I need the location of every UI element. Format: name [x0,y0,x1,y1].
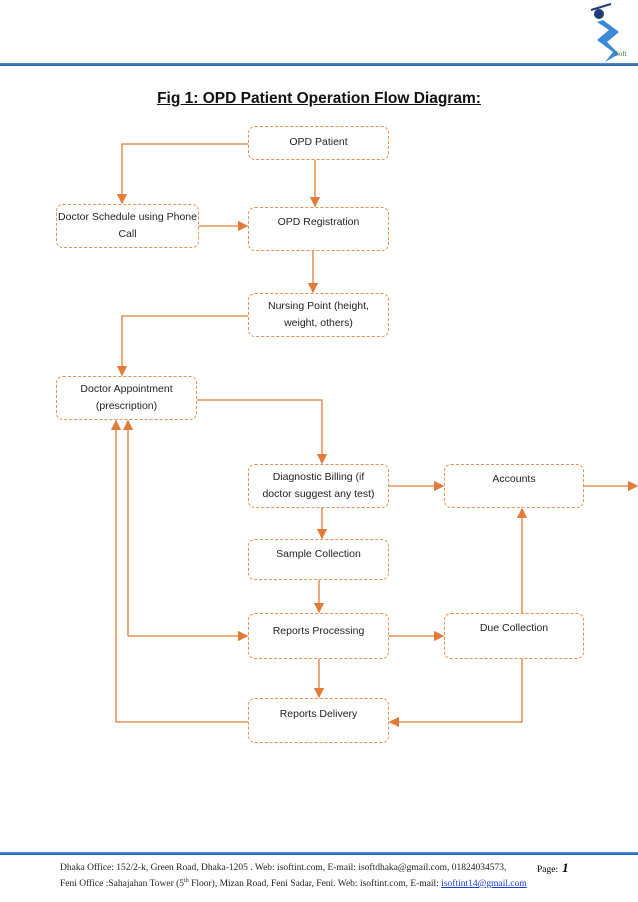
arrow-appointment-to-billing [197,399,328,465]
company-logo: Soft [590,3,627,62]
footer-line-2-mid: Floor), Mizan Road, Feni Sadar, Feni. We… [188,879,442,890]
footer-rule [0,852,638,855]
footer-line-2: Feni Office :Sahajahan Tower (5th Floor)… [60,875,527,891]
box-reports-delivery: Reports Delivery [248,698,389,743]
box-diagnostic-billing: Diagnostic Billing (if doctor suggest an… [248,464,389,508]
arrow-nursing-to-appointment [116,315,248,377]
page-indicator: Page:1 [537,860,569,876]
box-doctor-appointment: Doctor Appointment (prescription) [56,376,197,420]
email-link[interactable]: isoftint14@gmail.com [441,879,527,890]
svg-text:Soft: Soft [615,50,627,58]
arrow-delivery-to-appointment [110,419,248,723]
footer-sup: th [184,878,189,884]
box-doctor-schedule: Doctor Schedule using Phone Call [56,204,199,248]
box-opd-patient: OPD Patient [248,126,389,160]
header-rule [0,63,638,66]
box-sample-collection: Sample Collection [248,539,389,580]
page-number: 1 [562,860,569,875]
arrow-due-to-delivery [388,659,523,728]
box-due-collection: Due Collection [444,613,584,659]
box-opd-registration: OPD Registration [248,207,389,251]
box-reports-processing: Reports Processing [248,613,389,659]
figure-title: Fig 1: OPD Patient Operation Flow Diagra… [157,90,481,107]
box-accounts: Accounts [444,464,584,508]
footer-line-1: Dhaka Office: 152/2-k, Green Road, Dhaka… [60,863,507,873]
footer-address: Dhaka Office: 152/2-k, Green Road, Dhaka… [60,862,527,891]
box-nursing-point: Nursing Point (height, weight, others) [248,293,389,337]
footer-line-2-prefix: Feni Office :Sahajahan Tower (5 [60,879,185,890]
arrow-patient-to-schedule [116,143,248,205]
page-label: Page: [537,865,559,875]
